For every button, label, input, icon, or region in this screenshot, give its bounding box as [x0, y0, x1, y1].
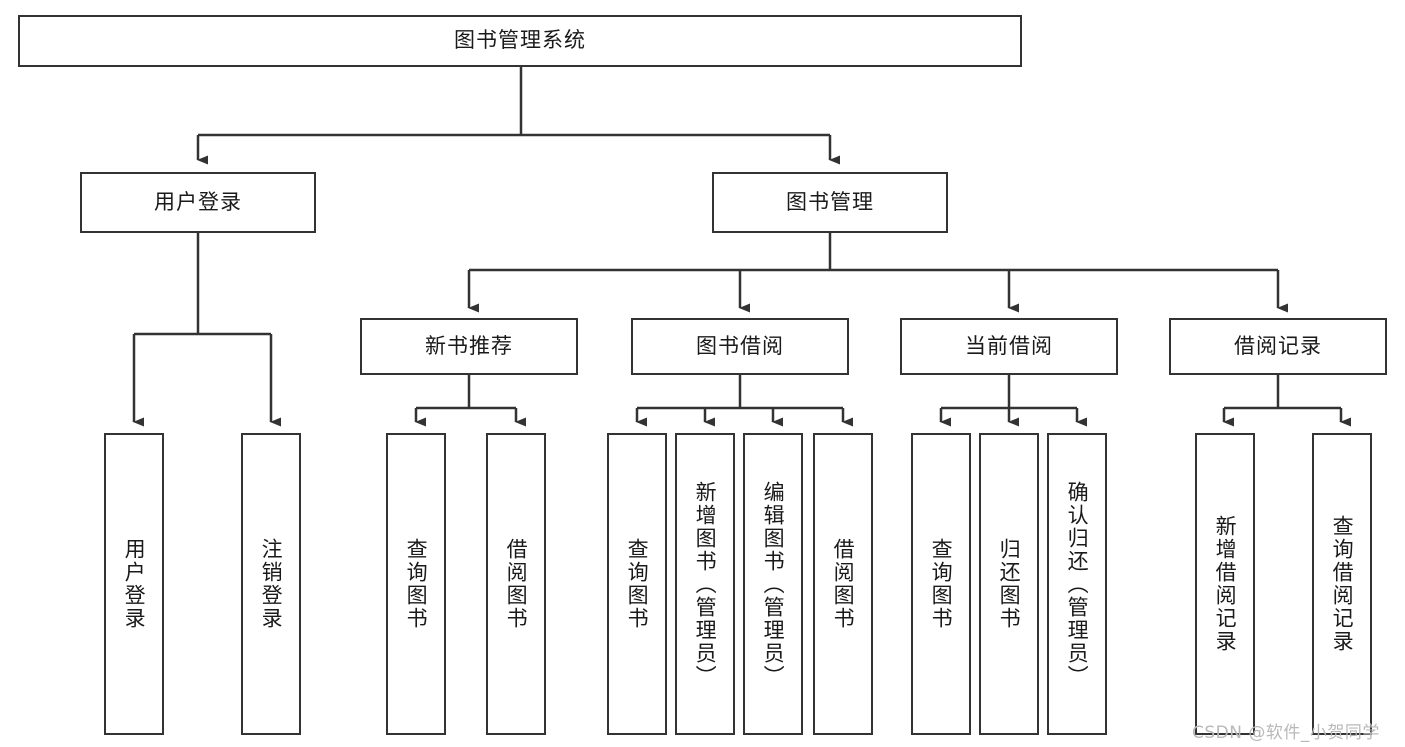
watermark-text: CSDN @软件_小贺同学: [1192, 723, 1380, 743]
node-leaf-query-book-3-label: 查询图书: [929, 538, 954, 630]
node-leaf-query-record-label: 查询借阅记录: [1330, 515, 1355, 653]
node-book-management-label: 图书管理: [786, 189, 874, 214]
node-root-label: 图书管理系统: [454, 28, 586, 53]
node-leaf-return-book[interactable]: 归还图书: [979, 433, 1039, 735]
node-leaf-query-book-2[interactable]: 查询图书: [607, 433, 667, 735]
node-leaf-borrow-book-1[interactable]: 借阅图书: [486, 433, 546, 735]
node-user-login-label: 用户登录: [154, 189, 242, 214]
node-new-book-recommend[interactable]: 新书推荐: [360, 318, 578, 375]
node-user-login[interactable]: 用户登录: [80, 172, 316, 233]
node-leaf-query-record[interactable]: 查询借阅记录: [1312, 433, 1372, 735]
node-book-borrow-label: 图书借阅: [696, 333, 784, 358]
node-leaf-query-book-3[interactable]: 查询图书: [911, 433, 971, 735]
node-current-borrow-label: 当前借阅: [965, 333, 1053, 358]
node-leaf-user-login-label: 用户登录: [122, 538, 147, 630]
node-leaf-borrow-book-1-label: 借阅图书: [504, 538, 529, 630]
node-leaf-logout[interactable]: 注销登录: [241, 433, 301, 735]
node-leaf-add-book[interactable]: 新增图书（管理员）: [675, 433, 735, 735]
node-leaf-confirm-return[interactable]: 确认归还（管理员）: [1047, 433, 1107, 735]
node-borrow-record-label: 借阅记录: [1234, 333, 1322, 358]
node-leaf-edit-book-label: 编辑图书（管理员）: [761, 480, 786, 688]
node-current-borrow[interactable]: 当前借阅: [900, 318, 1118, 375]
node-root[interactable]: 图书管理系统: [18, 15, 1022, 67]
node-leaf-query-book-2-label: 查询图书: [625, 538, 650, 630]
node-leaf-add-record[interactable]: 新增借阅记录: [1195, 433, 1255, 735]
node-leaf-confirm-return-label: 确认归还（管理员）: [1065, 480, 1090, 688]
node-book-borrow[interactable]: 图书借阅: [631, 318, 849, 375]
node-leaf-add-record-label: 新增借阅记录: [1213, 515, 1238, 653]
node-leaf-borrow-book-2[interactable]: 借阅图书: [813, 433, 873, 735]
node-leaf-add-book-label: 新增图书（管理员）: [693, 480, 718, 688]
node-leaf-user-login[interactable]: 用户登录: [104, 433, 164, 735]
node-book-management[interactable]: 图书管理: [712, 172, 948, 233]
node-leaf-query-book-1[interactable]: 查询图书: [386, 433, 446, 735]
node-new-book-recommend-label: 新书推荐: [425, 333, 513, 358]
node-leaf-borrow-book-2-label: 借阅图书: [831, 538, 856, 630]
node-leaf-logout-label: 注销登录: [259, 538, 284, 630]
node-leaf-query-book-1-label: 查询图书: [404, 538, 429, 630]
node-leaf-return-book-label: 归还图书: [997, 538, 1022, 630]
node-borrow-record[interactable]: 借阅记录: [1169, 318, 1387, 375]
node-leaf-edit-book[interactable]: 编辑图书（管理员）: [743, 433, 803, 735]
